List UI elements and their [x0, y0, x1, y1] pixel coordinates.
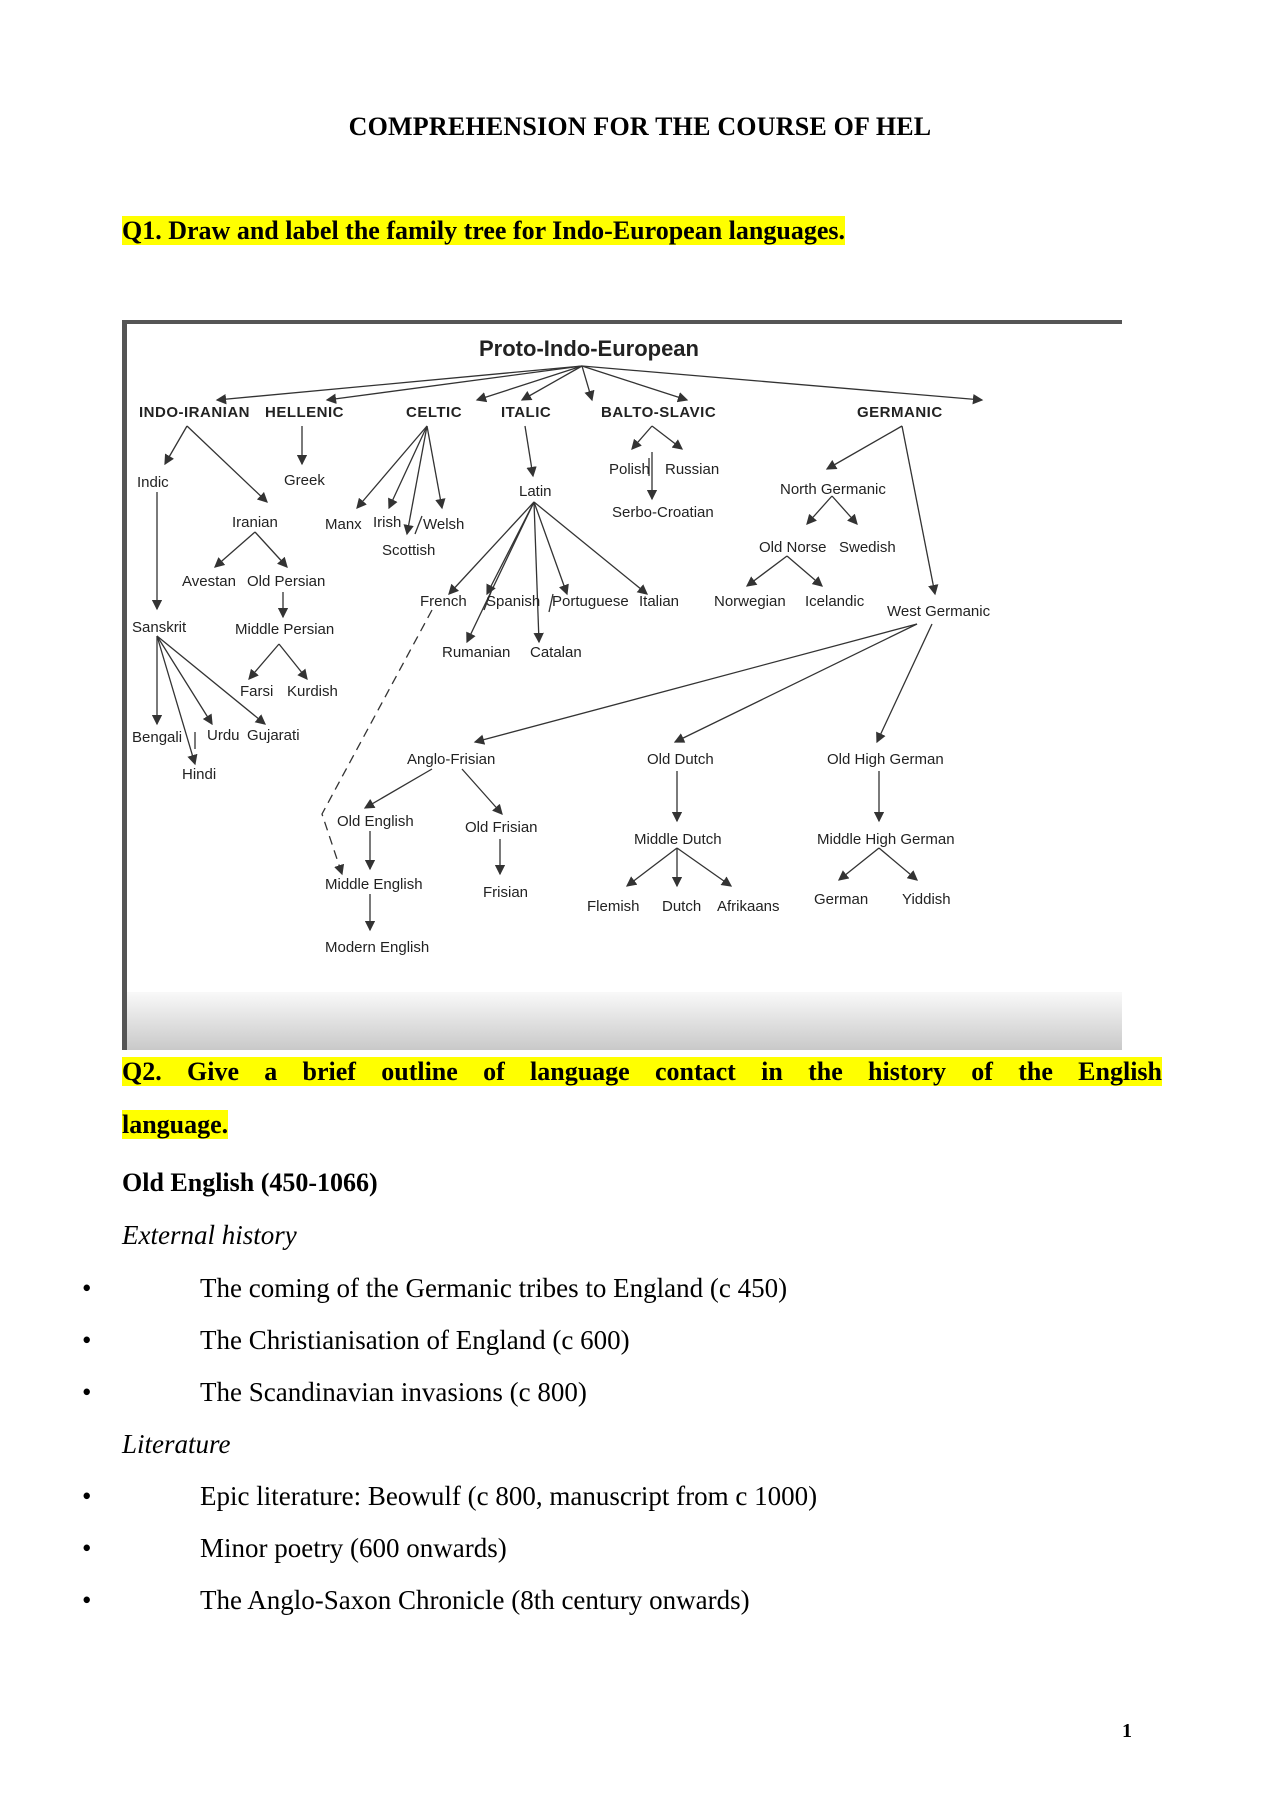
- question-2-text-line-1: Q2. Give a brief outline of language con…: [122, 1057, 1162, 1086]
- node-indic: Indic: [137, 474, 169, 491]
- node-urdu: Urdu: [207, 727, 240, 744]
- branch-italic: ITALIC: [501, 404, 551, 421]
- node-modern-english: Modern English: [325, 939, 429, 956]
- bullet: •: [82, 1273, 92, 1303]
- bullet: •: [82, 1533, 92, 1563]
- bullet: •: [82, 1481, 92, 1511]
- node-middle-high-german: Middle High German: [817, 831, 955, 848]
- family-tree-diagram: Proto-Indo-European INDO-IRANIAN HELLENI…: [132, 336, 991, 956]
- image-bottom-shadow: [127, 992, 1122, 1050]
- node-icelandic: Icelandic: [805, 593, 865, 610]
- node-old-norse: Old Norse: [759, 539, 827, 556]
- node-dutch: Dutch: [662, 898, 701, 915]
- node-irish: Irish: [373, 514, 401, 531]
- literature-heading: Literature: [122, 1429, 231, 1459]
- question-2-text-line-2: language.: [122, 1110, 229, 1139]
- tree-edges: [151, 365, 984, 932]
- section-heading-old-english: Old English (450-1066): [122, 1168, 378, 1197]
- page-number: 1: [1122, 1720, 1132, 1742]
- node-flemish: Flemish: [587, 898, 640, 915]
- node-russian: Russian: [665, 461, 719, 478]
- node-german: German: [814, 891, 868, 908]
- node-farsi: Farsi: [240, 683, 273, 700]
- node-latin: Latin: [519, 483, 552, 500]
- bullet: •: [82, 1325, 92, 1355]
- list-item: The Christianisation of England (c 600): [200, 1325, 630, 1355]
- node-italian: Italian: [639, 593, 679, 610]
- node-serbo-croatian: Serbo-Croatian: [612, 504, 714, 521]
- root-label: Proto-Indo-European: [479, 336, 699, 361]
- branch-germanic: GERMANIC: [857, 404, 943, 421]
- node-french: French: [420, 593, 467, 610]
- node-old-dutch: Old Dutch: [647, 751, 714, 768]
- bullet: •: [82, 1377, 92, 1407]
- question-1: Q1. Draw and label the family tree for I…: [122, 216, 845, 246]
- node-north-germanic: North Germanic: [780, 481, 886, 498]
- node-catalan: Catalan: [530, 644, 582, 661]
- question-1-text: Q1. Draw and label the family tree for I…: [122, 216, 845, 245]
- node-kurdish: Kurdish: [287, 683, 338, 700]
- list-item: Epic literature: Beowulf (c 800, manuscr…: [200, 1481, 818, 1511]
- branch-balto-slavic: BALTO-SLAVIC: [601, 404, 716, 421]
- external-history-heading: External history: [122, 1220, 297, 1250]
- node-iranian: Iranian: [232, 514, 278, 531]
- node-anglo-frisian: Anglo-Frisian: [407, 751, 495, 768]
- node-manx: Manx: [325, 516, 362, 533]
- question-2-line-2: language.: [122, 1110, 229, 1140]
- node-scottish: Scottish: [382, 542, 435, 559]
- tree-node-labels: Indic Iranian Avestan Old Persian Middle…: [132, 461, 991, 956]
- node-norwegian: Norwegian: [714, 593, 786, 610]
- node-middle-persian: Middle Persian: [235, 621, 334, 638]
- node-frisian: Frisian: [483, 884, 528, 901]
- list-item: The coming of the Germanic tribes to Eng…: [200, 1273, 788, 1303]
- node-middle-english: Middle English: [325, 876, 423, 893]
- node-spanish: Spanish: [486, 593, 540, 610]
- bullet: •: [82, 1585, 92, 1615]
- node-bengali: Bengali: [132, 729, 182, 746]
- indo-european-family-tree: Proto-Indo-European INDO-IRANIAN HELLENI…: [122, 320, 1122, 1050]
- node-swedish: Swedish: [839, 539, 896, 556]
- list-item: The Scandinavian invasions (c 800): [200, 1377, 587, 1407]
- node-greek: Greek: [284, 472, 325, 489]
- node-old-persian: Old Persian: [247, 573, 325, 590]
- node-west-germanic: West Germanic: [887, 603, 991, 620]
- node-rumanian: Rumanian: [442, 644, 510, 661]
- node-welsh: Welsh: [423, 516, 464, 533]
- document-title: COMPREHENSION FOR THE COURSE OF HEL: [348, 112, 932, 141]
- branch-hellenic: HELLENIC: [265, 404, 344, 421]
- node-middle-dutch: Middle Dutch: [634, 831, 722, 848]
- node-afrikaans: Afrikaans: [717, 898, 780, 915]
- node-sanskrit: Sanskrit: [132, 619, 187, 636]
- node-avestan: Avestan: [182, 573, 236, 590]
- node-hindi: Hindi: [182, 766, 216, 783]
- node-yiddish: Yiddish: [902, 891, 951, 908]
- branch-celtic: CELTIC: [406, 404, 462, 421]
- question-2-line-1: Q2. Give a brief outline of language con…: [122, 1056, 1162, 1088]
- node-old-high-german: Old High German: [827, 751, 944, 768]
- node-old-english: Old English: [337, 813, 414, 830]
- node-gujarati: Gujarati: [247, 727, 300, 744]
- list-item: The Anglo-Saxon Chronicle (8th century o…: [200, 1585, 750, 1615]
- node-polish: Polish: [609, 461, 650, 478]
- node-old-frisian: Old Frisian: [465, 819, 538, 836]
- list-item: Minor poetry (600 onwards): [200, 1533, 507, 1563]
- node-portuguese: Portuguese: [552, 593, 629, 610]
- branch-indo-iranian: INDO-IRANIAN: [139, 404, 250, 421]
